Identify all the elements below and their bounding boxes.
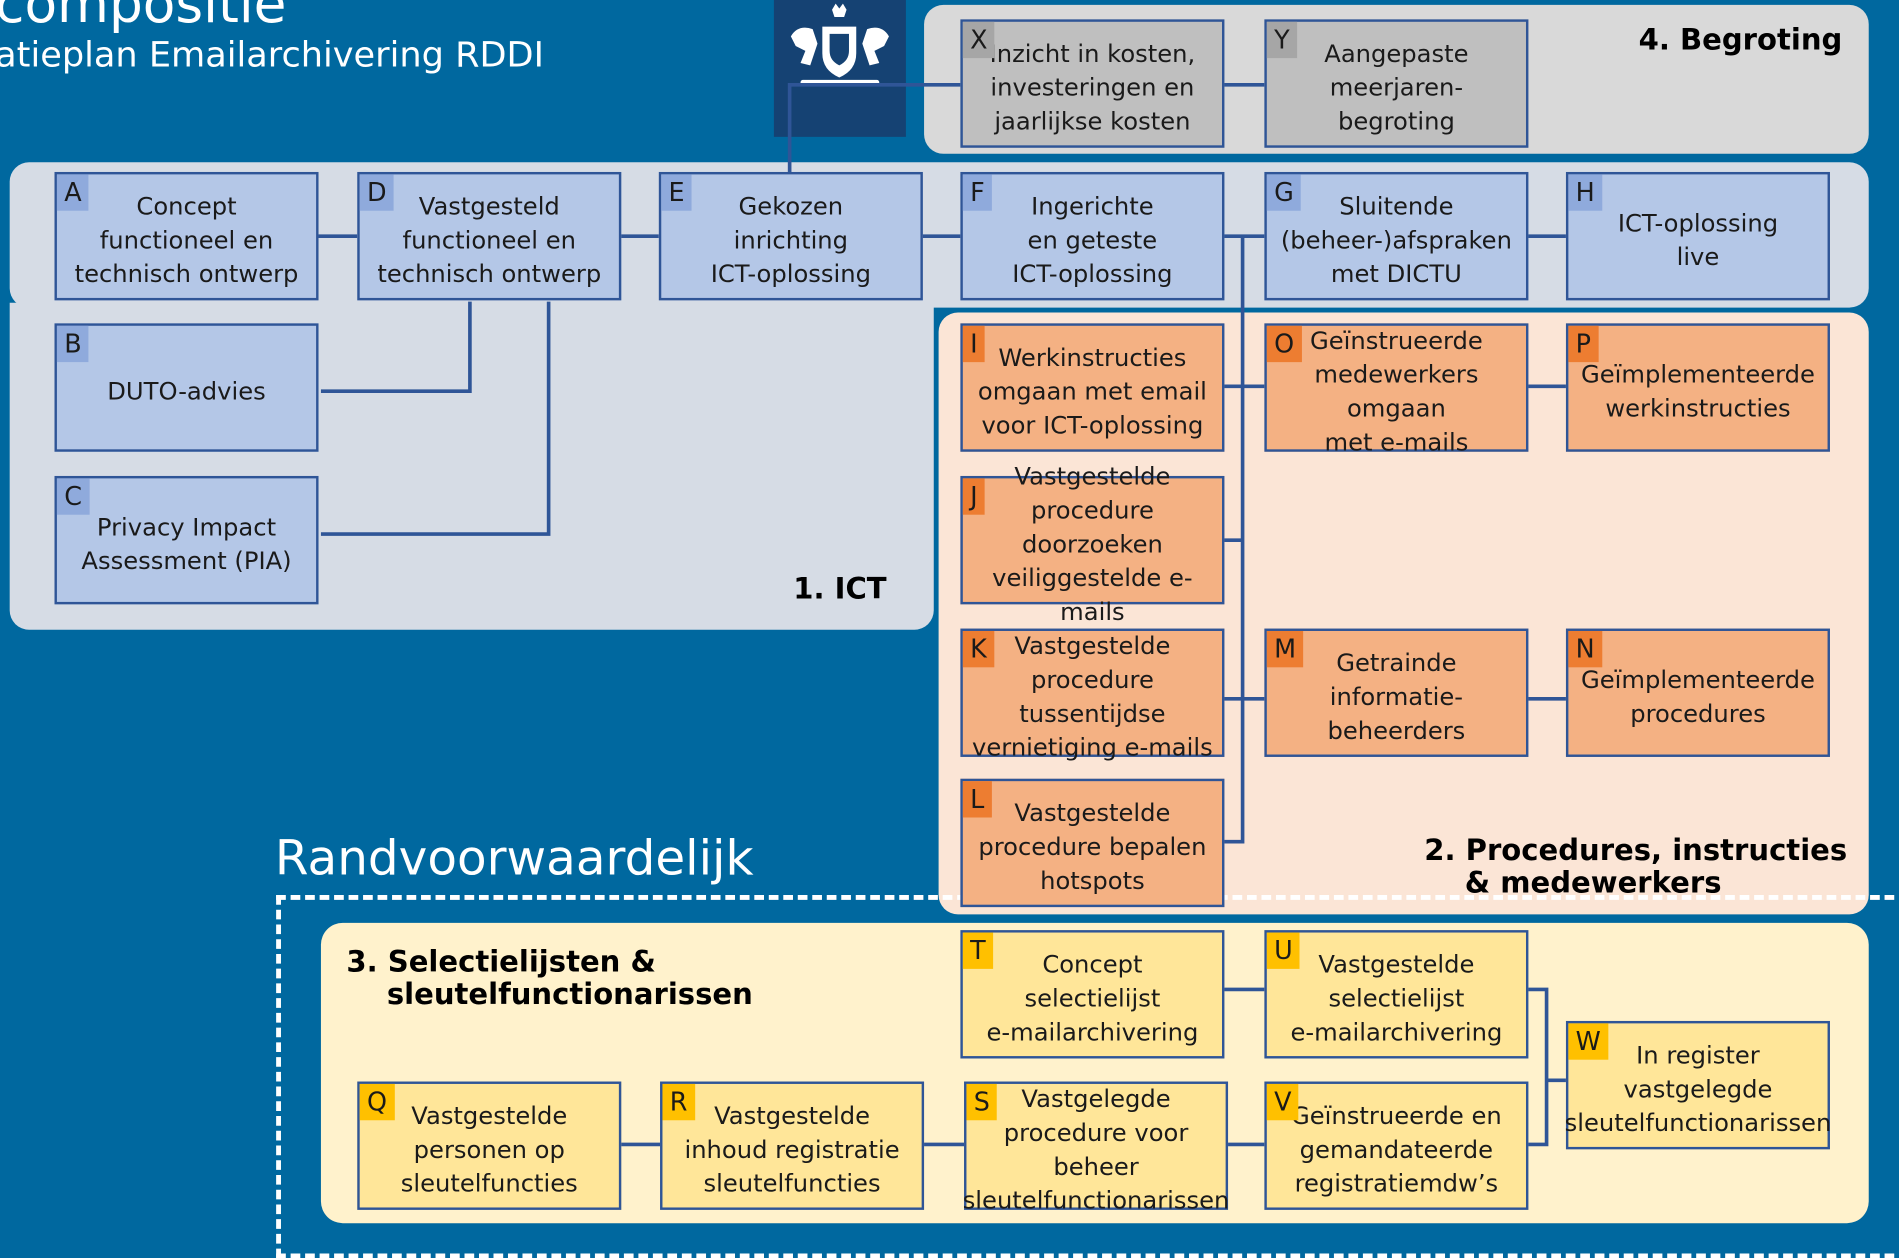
node-r: R Vastgestelde inhoud registratie sleute… bbox=[660, 1081, 925, 1210]
node-text: Gekozen inrichting ICT-oplossing bbox=[710, 191, 871, 289]
node-letter: E bbox=[661, 174, 692, 211]
node-text: DUTO-advies bbox=[107, 376, 266, 406]
node-text: Concept functioneel en technisch ontwerp bbox=[74, 191, 299, 289]
label-ict: 1. ICT bbox=[793, 571, 887, 606]
node-text: Vastgesteld functioneel en technisch ont… bbox=[377, 191, 602, 289]
node-letter: Y bbox=[1266, 21, 1297, 59]
node-j: J Vastgestelde procedure doorzoeken veil… bbox=[960, 461, 1225, 626]
node-l: L Vastgestelde procedure bepalen hotspot… bbox=[960, 778, 1225, 908]
node-w: W In register vastgelegde sleutelfunctio… bbox=[1565, 1020, 1831, 1150]
node-text: Vastgestelde inhoud registratie sleutelf… bbox=[684, 1100, 900, 1198]
node-text: Ingerichte en geteste ICT-oplossing bbox=[1012, 191, 1173, 289]
node-text: Privacy Impact Assessment (PIA) bbox=[81, 512, 292, 576]
node-letter: S bbox=[966, 1083, 998, 1121]
node-letter: U bbox=[1266, 932, 1300, 969]
node-text: Geïnstrueerde en gemandateerde registrat… bbox=[1291, 1100, 1502, 1198]
node-text: Getrainde informatie- beheerders bbox=[1327, 647, 1466, 745]
node-letter: P bbox=[1568, 325, 1599, 363]
node-b: B DUTO-advies bbox=[54, 323, 319, 452]
label-begroting: 4. Begroting bbox=[1638, 23, 1843, 57]
node-t: T Concept selectielijst e-mailarchiverin… bbox=[960, 930, 1225, 1059]
node-f: F Ingerichte en geteste ICT-oplossing bbox=[960, 171, 1225, 301]
node-text: Aangepaste meerjaren- begroting bbox=[1324, 38, 1469, 136]
node-letter: X bbox=[962, 21, 995, 59]
node-letter: J bbox=[962, 478, 985, 515]
node-text: Vastgestelde personen op sleutelfuncties bbox=[400, 1100, 578, 1198]
node-e: E Gekozen inrichting ICT-oplossing bbox=[658, 171, 923, 301]
node-letter: T bbox=[962, 932, 993, 969]
node-v: V Geïnstrueerde en gemandateerde registr… bbox=[1264, 1081, 1529, 1210]
node-text: Inzicht in kosten, investeringen en jaar… bbox=[989, 38, 1196, 136]
node-m: M Getrainde informatie- beheerders bbox=[1264, 628, 1529, 757]
node-letter: B bbox=[56, 325, 89, 363]
node-letter: N bbox=[1568, 630, 1602, 668]
node-o: O Geïnstrueerde medewerkers omgaan met e… bbox=[1264, 323, 1529, 457]
node-letter: Q bbox=[359, 1083, 395, 1121]
node-h: H ICT-oplossing live bbox=[1565, 171, 1830, 301]
node-text: Concept selectielijst e-mailarchivering bbox=[986, 949, 1199, 1047]
node-text: Geïnstrueerde medewerkers omgaan met e-m… bbox=[1309, 325, 1483, 457]
node-y: Y Aangepaste meerjaren- begroting bbox=[1264, 19, 1529, 148]
node-a: A Concept functioneel en technisch ontwe… bbox=[54, 171, 319, 301]
node-letter: R bbox=[662, 1083, 695, 1121]
node-letter: W bbox=[1568, 1023, 1609, 1060]
randvoorwaardelijk-label: Randvoorwaardelijk bbox=[274, 830, 754, 887]
node-n: N Geïmplementeerde procedures bbox=[1565, 628, 1830, 757]
node-letter: F bbox=[962, 174, 993, 211]
node-letter: I bbox=[962, 325, 985, 363]
node-letter: L bbox=[962, 781, 992, 818]
node-text: Vastgestelde procedure bepalen hotspots bbox=[978, 798, 1207, 896]
node-q: Q Vastgestelde personen op sleutelfuncti… bbox=[357, 1081, 622, 1210]
node-letter: M bbox=[1266, 630, 1304, 668]
node-text: Werkinstructies omgaan met email voor IC… bbox=[977, 342, 1207, 440]
node-text: Sluitende (beheer-)afspraken met DICTU bbox=[1280, 191, 1512, 289]
node-text: In register vastgelegde sleutelfunctiona… bbox=[1564, 1040, 1832, 1138]
node-text: Vastgestelde procedure tussentijdse vern… bbox=[972, 630, 1213, 762]
crest-logo bbox=[773, 0, 906, 137]
node-letter: D bbox=[359, 174, 394, 211]
node-letter: H bbox=[1568, 174, 1603, 211]
node-p: P Geïmplementeerde werkinstructies bbox=[1565, 323, 1830, 452]
node-k: K Vastgestelde procedure tussentijdse ve… bbox=[960, 628, 1225, 762]
node-d: D Vastgesteld functioneel en technisch o… bbox=[357, 171, 622, 301]
node-letter: C bbox=[56, 478, 90, 515]
node-text: Geïmplementeerde procedures bbox=[1580, 664, 1815, 728]
node-text: Vastgestelde selectielijst e-mailarchive… bbox=[1290, 949, 1503, 1047]
node-c: C Privacy Impact Assessment (PIA) bbox=[54, 475, 319, 605]
node-g: G Sluitende (beheer-)afspraken met DICTU bbox=[1264, 171, 1529, 301]
node-u: U Vastgestelde selectielijst e-mailarchi… bbox=[1264, 930, 1529, 1059]
node-x: X Inzicht in kosten, investeringen en ja… bbox=[960, 19, 1225, 148]
node-letter: V bbox=[1266, 1083, 1299, 1121]
node-i: I Werkinstructies omgaan met email voor … bbox=[960, 323, 1225, 452]
node-letter: O bbox=[1266, 325, 1302, 363]
node-letter: K bbox=[962, 630, 995, 668]
node-letter: G bbox=[1266, 174, 1302, 211]
node-s: S Vastgelegde procedure voor beheer sleu… bbox=[963, 1081, 1229, 1215]
node-text: Vastgestelde procedure doorzoeken veilig… bbox=[992, 461, 1193, 627]
label-selectielijsten: 3. Selectielijsten & sleutelfunctionaris… bbox=[346, 944, 753, 1012]
page-title: compositie bbox=[0, 0, 287, 36]
page-subtitle: atieplan Emailarchivering RDDI bbox=[0, 33, 544, 76]
node-text: Vastgelegde procedure voor beheer sleute… bbox=[962, 1083, 1230, 1215]
node-text: ICT-oplossing live bbox=[1617, 208, 1779, 272]
node-text: Geïmplementeerde werkinstructies bbox=[1580, 359, 1815, 423]
label-procedures: 2. Procedures, instructies & medewerkers bbox=[1424, 833, 1848, 900]
node-letter: A bbox=[56, 174, 89, 211]
